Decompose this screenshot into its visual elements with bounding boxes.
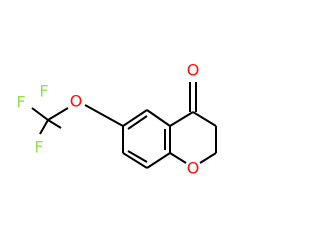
fluorine-upper-right-label: F (39, 82, 48, 101)
fluorine-lower-label: F (34, 138, 43, 157)
bond-aromatic-inner (127, 150, 148, 163)
bond-single (31, 107, 49, 121)
bond-aromatic (146, 152, 171, 169)
bond-single (169, 152, 187, 164)
bond-aromatic-inner (127, 115, 148, 130)
bond-single (199, 152, 217, 164)
bond-single (39, 119, 49, 135)
bond-single (47, 107, 69, 121)
bond-layer (31, 82, 217, 169)
ether-oxygen-label: O (70, 92, 83, 111)
fluorine-upper-left-label: F (16, 93, 25, 112)
bond-single (84, 104, 124, 127)
bond-single (192, 111, 217, 127)
atom-label-layer: O O O F F F (16, 61, 199, 178)
carbonyl-oxygen-label: O (187, 61, 200, 80)
bond-aromatic (122, 152, 148, 169)
bond-single (169, 111, 194, 127)
ring-oxygen-label: O (187, 159, 200, 178)
bond-aromatic (122, 109, 148, 127)
bond-single (47, 119, 62, 129)
molecule-structure: O O O F F F (16, 61, 217, 178)
bond-aromatic (146, 109, 171, 127)
